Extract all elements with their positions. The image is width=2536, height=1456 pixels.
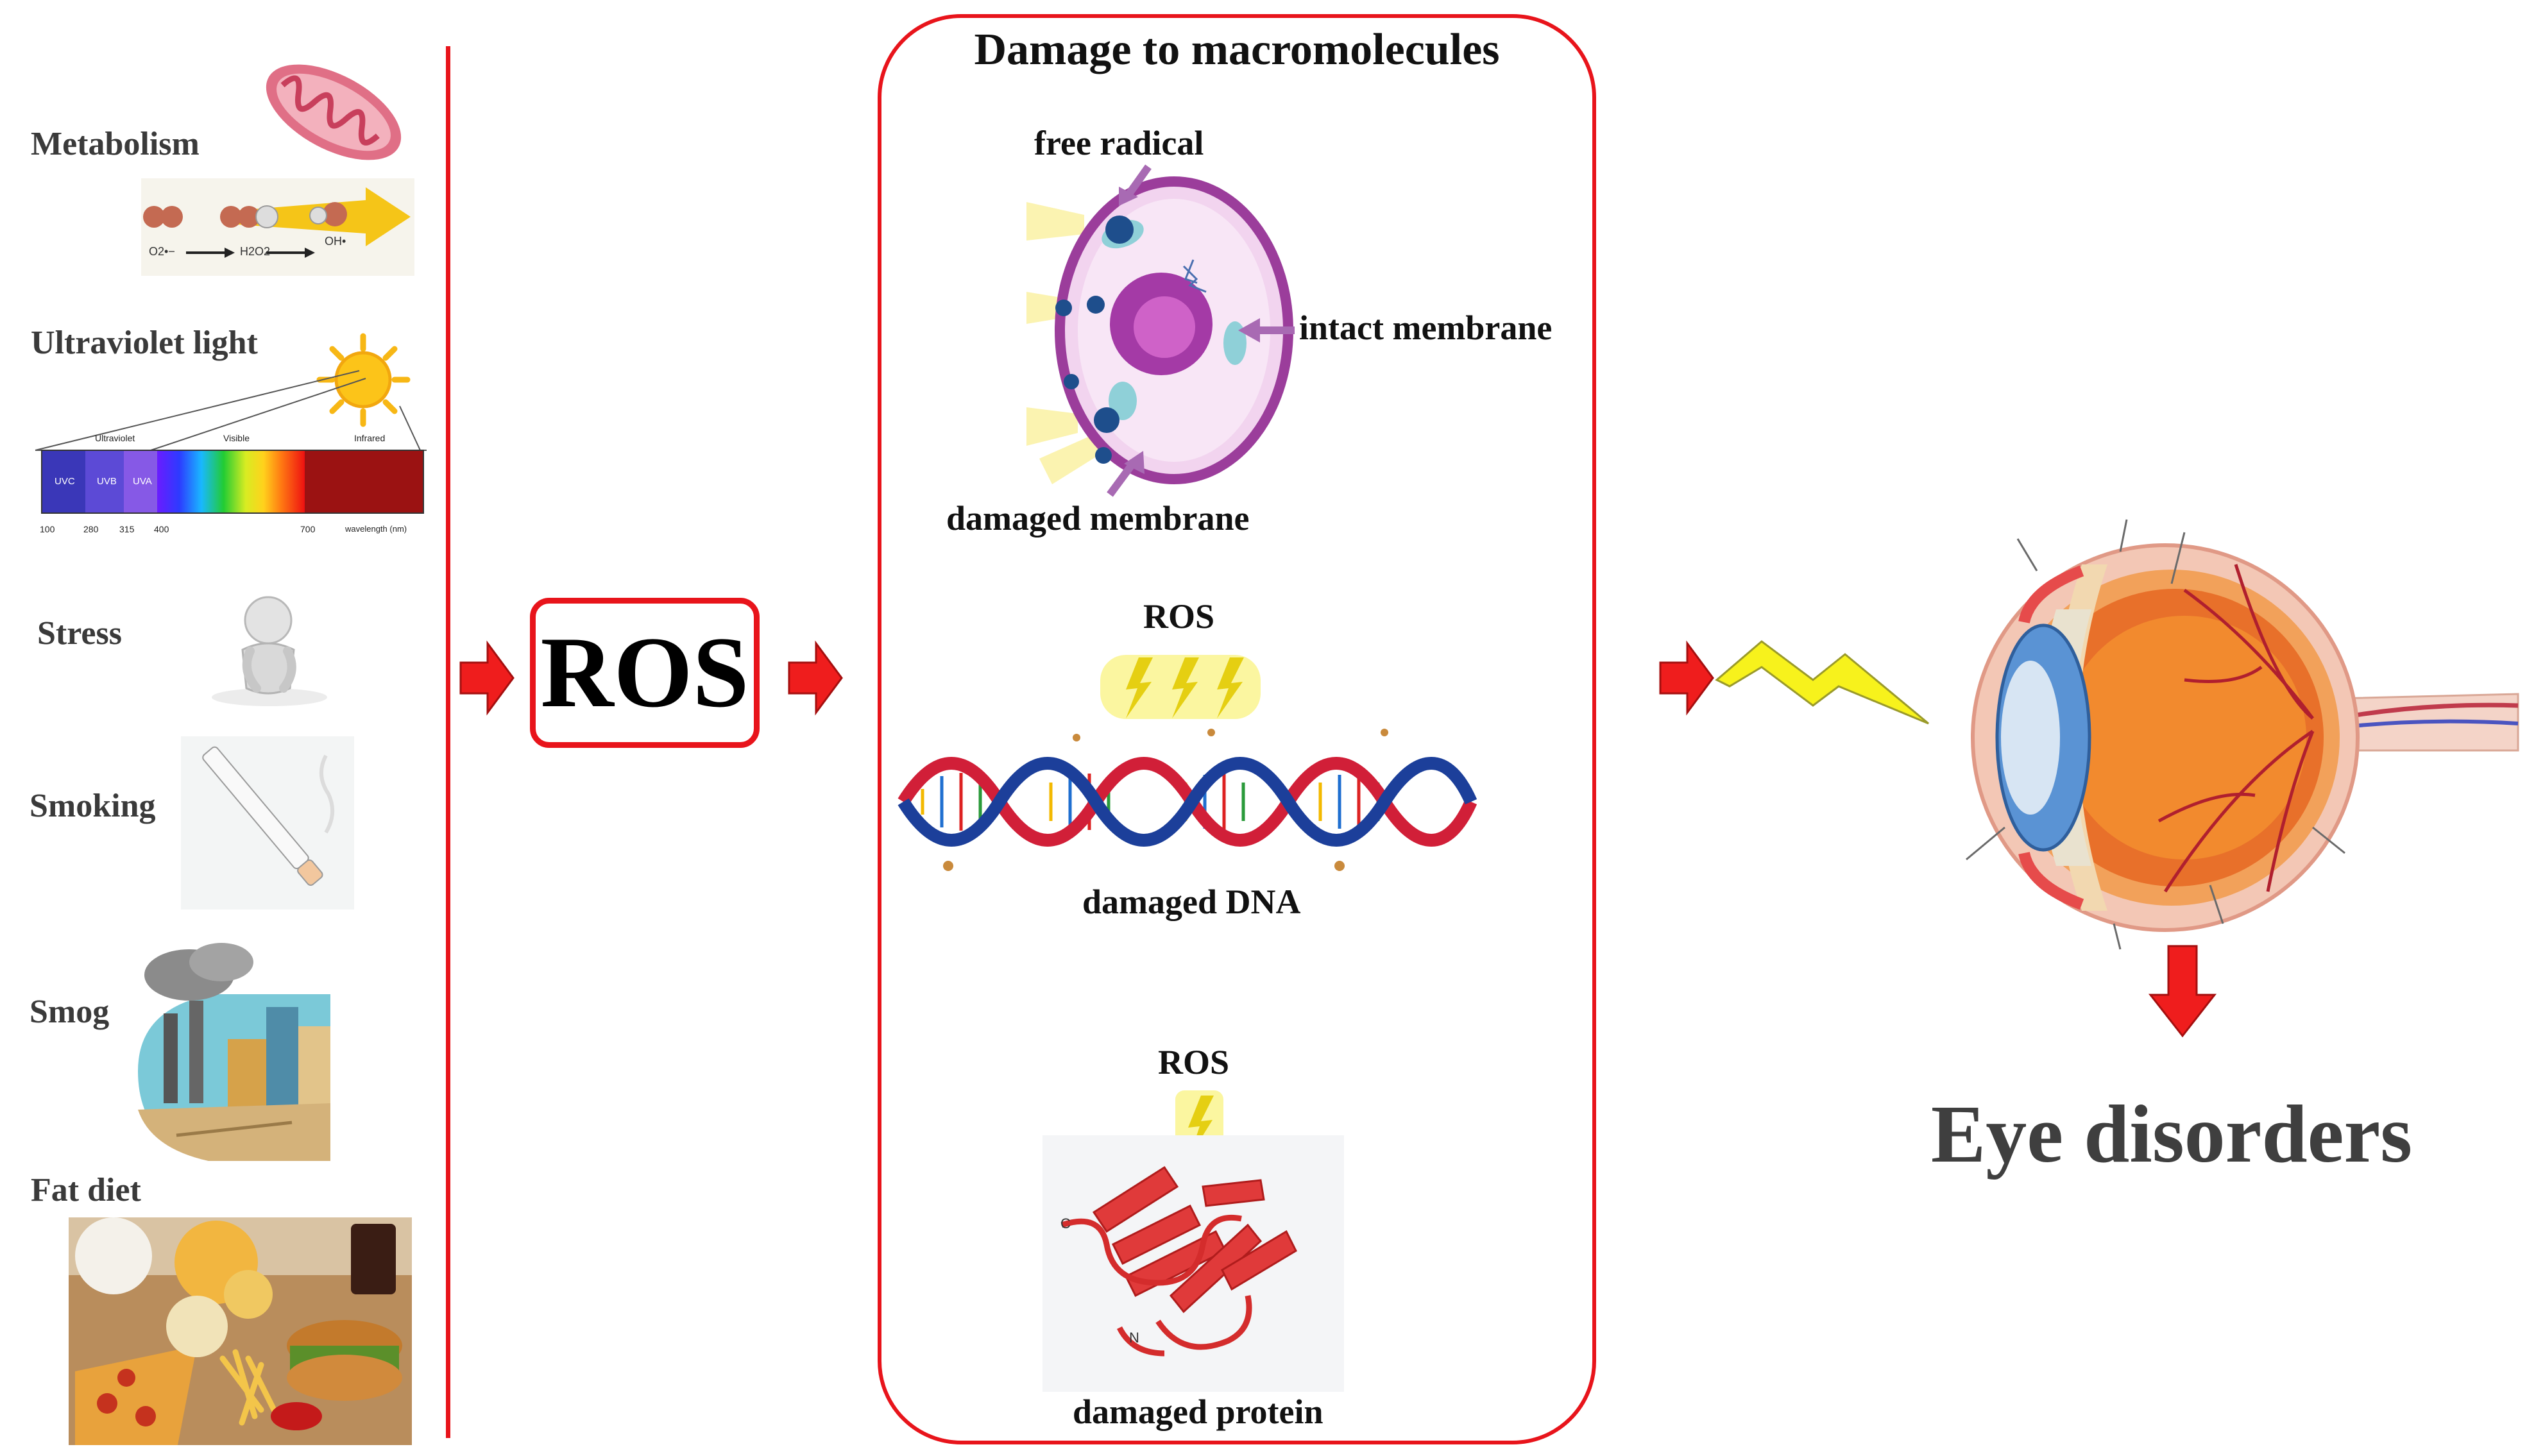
label-fat-diet: Fat diet bbox=[31, 1172, 141, 1208]
label-damaged-protein: damaged protein bbox=[1073, 1393, 1323, 1431]
label-eye-disorders: Eye disorders bbox=[1930, 1088, 2413, 1180]
protein-n-terminus: N bbox=[1129, 1330, 1139, 1346]
dna-helix bbox=[898, 729, 1477, 871]
arrow-free-radical bbox=[1119, 164, 1152, 206]
stressed-person-icon bbox=[212, 596, 327, 706]
label-smog: Smog bbox=[30, 994, 110, 1030]
label-free-radical: free radical bbox=[1034, 124, 1204, 162]
protein-c-terminus: C bbox=[1060, 1215, 1071, 1232]
label-metabolism: Metabolism bbox=[31, 126, 200, 162]
mitochondrion-icon bbox=[266, 64, 402, 160]
spectrum-band-uva: UVA bbox=[133, 476, 152, 487]
ros-dna-lightning bbox=[1100, 655, 1261, 719]
label-intact-membrane: intact membrane bbox=[1299, 309, 1553, 347]
damage-panel-title: Damage to macromolecules bbox=[974, 25, 1500, 74]
metabolism-reaction-diagram bbox=[143, 187, 411, 258]
cell-membrane-diagram bbox=[1026, 176, 1293, 484]
electromagnetic-spectrum bbox=[35, 370, 427, 514]
metabolism-species-2: H2O2 bbox=[240, 245, 271, 258]
arrow-to-ros bbox=[459, 640, 515, 716]
label-ros-dna: ROS bbox=[1143, 597, 1215, 636]
spectrum-tick-315: 315 bbox=[119, 524, 135, 534]
spectrum-tick-400: 400 bbox=[154, 524, 169, 534]
label-stress: Stress bbox=[37, 615, 122, 652]
arrow-down-to-disorders bbox=[2148, 945, 2217, 1038]
metabolism-species-3: OH• bbox=[325, 235, 346, 248]
arrow-from-ros bbox=[788, 640, 843, 716]
lightning-bolt-icon bbox=[1715, 640, 1929, 725]
fat-diet-food-icon bbox=[69, 1217, 412, 1445]
arrow-to-eye bbox=[1659, 640, 1714, 716]
spectrum-header-ultraviolet: Ultraviolet bbox=[95, 433, 135, 443]
ros-box bbox=[530, 598, 760, 748]
damage-panel bbox=[878, 14, 1596, 1444]
separator-line bbox=[446, 46, 450, 1438]
spectrum-header-visible: Visible bbox=[223, 433, 250, 443]
metabolism-species-1: O2•− bbox=[149, 245, 175, 258]
protein-structure bbox=[1042, 1135, 1344, 1392]
cigarette-icon bbox=[181, 736, 354, 910]
label-ros-protein: ROS bbox=[1158, 1043, 1230, 1081]
spectrum-header-infrared: Infrared bbox=[354, 433, 386, 443]
label-damaged-dna: damaged DNA bbox=[1082, 883, 1301, 921]
ros-box-label: ROS bbox=[540, 616, 749, 729]
spectrum-tick-100: 100 bbox=[40, 524, 55, 534]
spectrum-tick-280: 280 bbox=[83, 524, 99, 534]
spectrum-tick-700: 700 bbox=[300, 524, 316, 534]
spectrum-band-uvb: UVB bbox=[97, 476, 117, 487]
spectrum-unit: wavelength (nm) bbox=[345, 524, 407, 534]
arrow-intact-membrane bbox=[1238, 318, 1295, 343]
eye-anatomy-icon bbox=[1966, 519, 2519, 950]
label-smoking: Smoking bbox=[30, 788, 156, 824]
label-ultraviolet-light: Ultraviolet light bbox=[31, 325, 258, 361]
spectrum-band-uvc: UVC bbox=[55, 476, 75, 487]
smog-factory-icon bbox=[138, 943, 330, 1161]
arrow-damaged-membrane bbox=[1107, 451, 1145, 497]
label-damaged-membrane: damaged membrane bbox=[946, 499, 1250, 538]
